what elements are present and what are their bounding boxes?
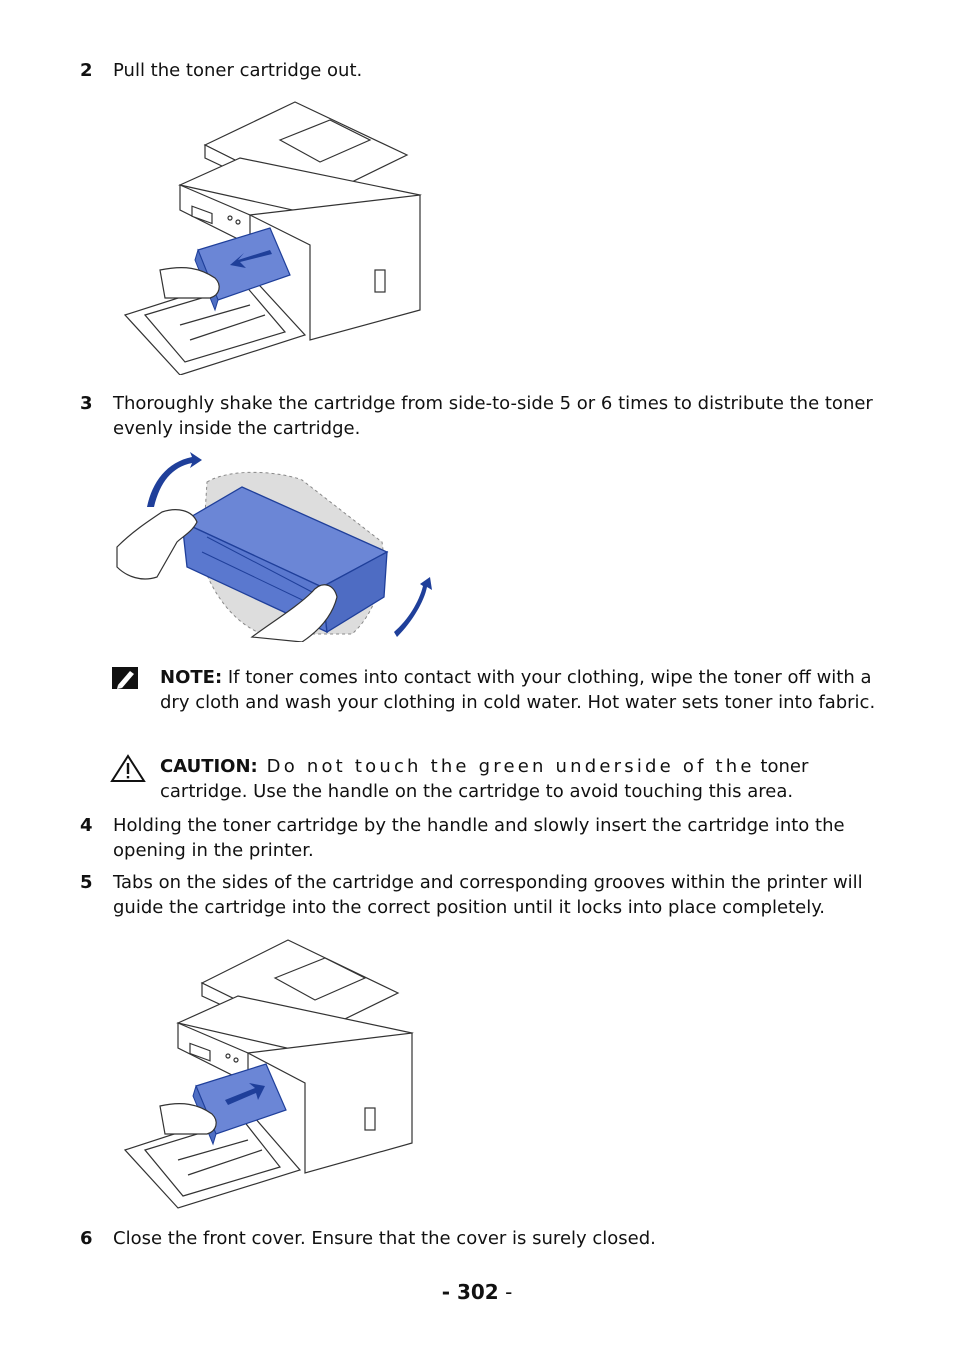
step-number: 3: [80, 393, 93, 414]
step-text: Close the front cover. Ensure that the c…: [113, 1228, 656, 1249]
pencil-note-icon: [112, 667, 138, 689]
caution-text: CAUTION: Do not touch the green undersid…: [160, 754, 890, 804]
step-number: 6: [80, 1228, 93, 1249]
printer-insert-cartridge-illustration: [123, 939, 414, 1209]
insert-arrow-icon: [225, 1083, 265, 1105]
step-text: Pull the toner cartridge out.: [113, 60, 363, 81]
hand-icon: [159, 1103, 217, 1135]
step-text: Holding the toner cartridge by the handl…: [113, 815, 845, 861]
step-number: 5: [80, 872, 93, 893]
caution-spaced-text: Do not touch the green underside of the: [257, 756, 755, 777]
warning-triangle-icon: [110, 754, 146, 782]
caution-label: CAUTION:: [160, 756, 258, 777]
shake-arrow-down-icon: [394, 577, 432, 637]
step-number: 2: [80, 60, 93, 81]
hand-icon: [159, 267, 220, 299]
step-text: Tabs on the sides of the cartridge and c…: [113, 872, 863, 918]
step-text: Thoroughly shake the cartridge from side…: [113, 393, 873, 439]
printer-pull-cartridge-illustration: [123, 101, 422, 375]
caution-body: toner cartridge. Use the handle on the c…: [160, 756, 809, 802]
shake-cartridge-illustration: [116, 452, 432, 642]
pull-arrow-icon: [230, 250, 272, 268]
shake-arrow-up-icon: [147, 452, 202, 507]
note-label: NOTE:: [160, 667, 223, 688]
note-text: NOTE: If toner comes into contact with y…: [160, 665, 890, 715]
left-hand-icon: [116, 509, 198, 580]
page-prefix: -: [441, 1280, 457, 1304]
page-suffix: -: [498, 1280, 513, 1304]
page-number: - 302 -: [0, 1280, 954, 1304]
page-number-value: 302: [456, 1280, 499, 1304]
note-body: If toner comes into contact with your cl…: [160, 667, 876, 713]
right-hand-icon: [250, 584, 338, 642]
step-number: 4: [80, 815, 93, 836]
